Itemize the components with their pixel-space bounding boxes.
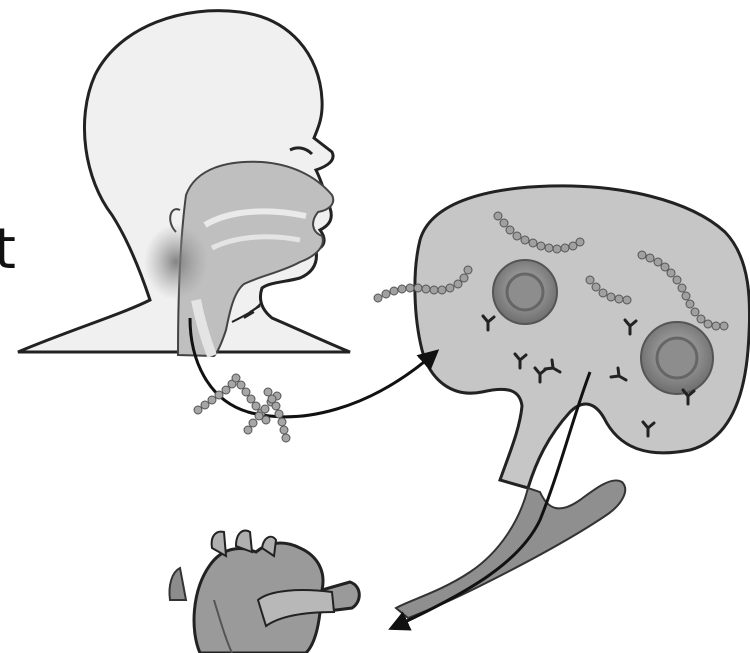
lymph-node-icon — [392, 186, 750, 628]
head-profile-icon — [18, 11, 350, 356]
streptococcus-chain-icon — [232, 374, 270, 424]
lymphocyte-cell-icon — [641, 322, 713, 394]
heart-icon — [169, 531, 359, 653]
lymphocyte-cell-icon — [493, 260, 557, 324]
streptococcus-chain-icon — [194, 380, 236, 414]
